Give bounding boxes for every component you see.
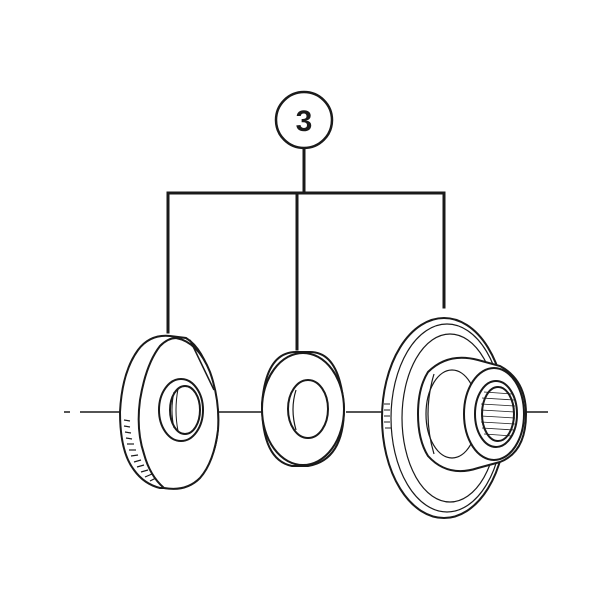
lock-nut-part (118, 334, 220, 490)
washer-part (260, 351, 346, 467)
callout-leader-lines (166, 146, 446, 351)
cone-part (381, 317, 528, 519)
callout-number: 3 (296, 105, 313, 138)
callout-bubble: 3 (274, 90, 334, 150)
